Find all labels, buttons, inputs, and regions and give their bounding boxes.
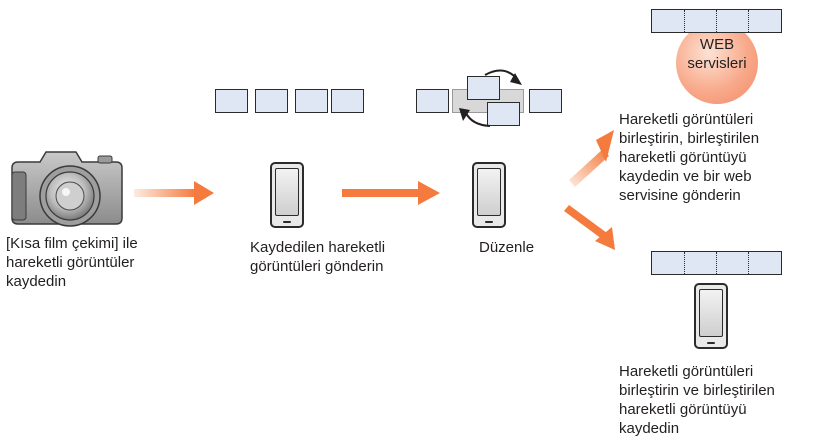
record-step-label: [Kısa film çekimi] ile hareketli görüntü… xyxy=(6,235,138,290)
merged-clip-strip xyxy=(651,251,782,275)
arrow-camera-to-phone xyxy=(134,181,214,205)
web-services-icon: WEB servisleri xyxy=(676,22,758,104)
clip-frame-icon xyxy=(467,76,500,100)
clip-frame-icon xyxy=(295,89,328,113)
arrow-edit-to-save xyxy=(564,205,615,250)
edit-step-label: Düzenle xyxy=(479,239,535,256)
save-outcome-label: Hareketli görüntüleri birleştirin ve bir… xyxy=(619,363,775,437)
arrow-send-to-edit xyxy=(342,181,440,205)
web-badge-line1: WEB xyxy=(699,36,735,53)
clip-frame-icon xyxy=(331,89,364,113)
clip-frame-icon xyxy=(215,89,248,113)
upload-outcome-label: Hareketli görüntüleri birleştirin, birle… xyxy=(619,111,760,204)
clip-frame-icon xyxy=(255,89,288,113)
clip-frame-icon xyxy=(416,89,449,113)
send-step-label: Kaydedilen hareketli görüntüleri gönderi… xyxy=(250,239,386,275)
web-badge-line2: servisleri xyxy=(687,55,747,72)
clip-frame-icon xyxy=(529,89,562,113)
smartphone-icon xyxy=(472,162,506,228)
merged-clip-strip xyxy=(651,9,782,33)
camera-icon xyxy=(10,146,128,232)
clip-frame-icon xyxy=(487,102,520,126)
smartphone-icon xyxy=(694,283,728,349)
arrow-edit-to-web xyxy=(569,130,614,187)
smartphone-icon xyxy=(270,162,304,228)
